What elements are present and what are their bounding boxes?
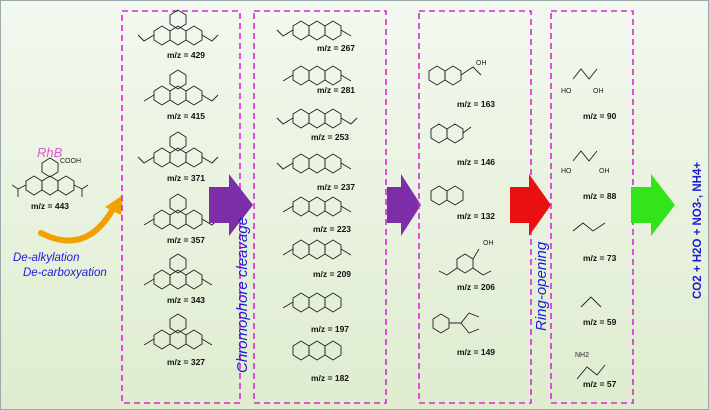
oh-label-2: OH	[483, 240, 494, 247]
col4-mz-1: m/z = 90	[583, 111, 617, 121]
col4-mz-2: m/z = 88	[583, 191, 617, 201]
col1-mz-2: m/z = 415	[167, 111, 205, 121]
col4-mz-4: m/z = 59	[583, 317, 617, 327]
col4-oh-2: OH	[599, 168, 610, 175]
ring-opening-label: Ring-opening	[533, 241, 550, 331]
col4-mz-3: m/z = 73	[583, 253, 617, 263]
column4-box	[550, 10, 634, 404]
col3-mz-3: m/z = 132	[457, 211, 495, 221]
col1-mz-1: m/z = 429	[167, 50, 205, 60]
rhb-label: RhB	[37, 145, 63, 160]
column2-structures	[276, 20, 358, 361]
col4-mz-5: m/z = 57	[583, 379, 617, 389]
col1-mz-4: m/z = 357	[167, 235, 205, 245]
rhb-mz: m/z = 443	[31, 201, 69, 211]
column3-structures	[428, 65, 492, 334]
col4-ho-1: HO	[561, 88, 572, 95]
col4-nh2: NH2	[575, 352, 589, 359]
col2-mz-1: m/z = 267	[317, 43, 355, 53]
col3-mz-5: m/z = 149	[457, 347, 495, 357]
col1-mz-3: m/z = 371	[167, 173, 205, 183]
column3-box	[418, 10, 532, 404]
col3-mz-1: m/z = 163	[457, 99, 495, 109]
arrow-red	[510, 174, 551, 236]
col2-mz-5: m/z = 223	[313, 224, 351, 234]
dealkylation-label: De-alkylation	[13, 252, 79, 264]
col2-mz-7: m/z = 197	[311, 324, 349, 334]
svg-text:COOH: COOH	[60, 158, 81, 165]
arrow-green	[631, 174, 675, 236]
arrow-purple-2	[387, 174, 421, 236]
col2-mz-4: m/z = 237	[317, 182, 355, 192]
col1-mz-5: m/z = 343	[167, 295, 205, 305]
col1-mz-6: m/z = 327	[167, 357, 205, 367]
col3-mz-4: m/z = 206	[457, 282, 495, 292]
col2-mz-2: m/z = 281	[317, 85, 355, 95]
col2-mz-6: m/z = 209	[313, 269, 351, 279]
final-products-label: CO2 + H2O + NO3-, NH4+	[692, 162, 704, 299]
arrow-purple-1	[209, 174, 253, 236]
col4-ho-2: HO	[561, 168, 572, 175]
column4-structures	[572, 68, 606, 380]
col2-mz-8: m/z = 182	[311, 373, 349, 383]
col3-mz-2: m/z = 146	[457, 157, 495, 167]
curved-arrow-head	[105, 195, 123, 215]
col4-oh-1: OH	[593, 88, 604, 95]
decarboxylation-label: De-carboxyation	[23, 267, 107, 279]
rhb-structure: COOH	[11, 157, 89, 197]
curved-arrow	[38, 206, 116, 244]
oh-label: OH	[476, 60, 487, 67]
column2-box	[253, 10, 387, 404]
col2-mz-3: m/z = 253	[311, 132, 349, 142]
chromophore-cleavage-label: Chromophore cleavage	[234, 217, 251, 373]
